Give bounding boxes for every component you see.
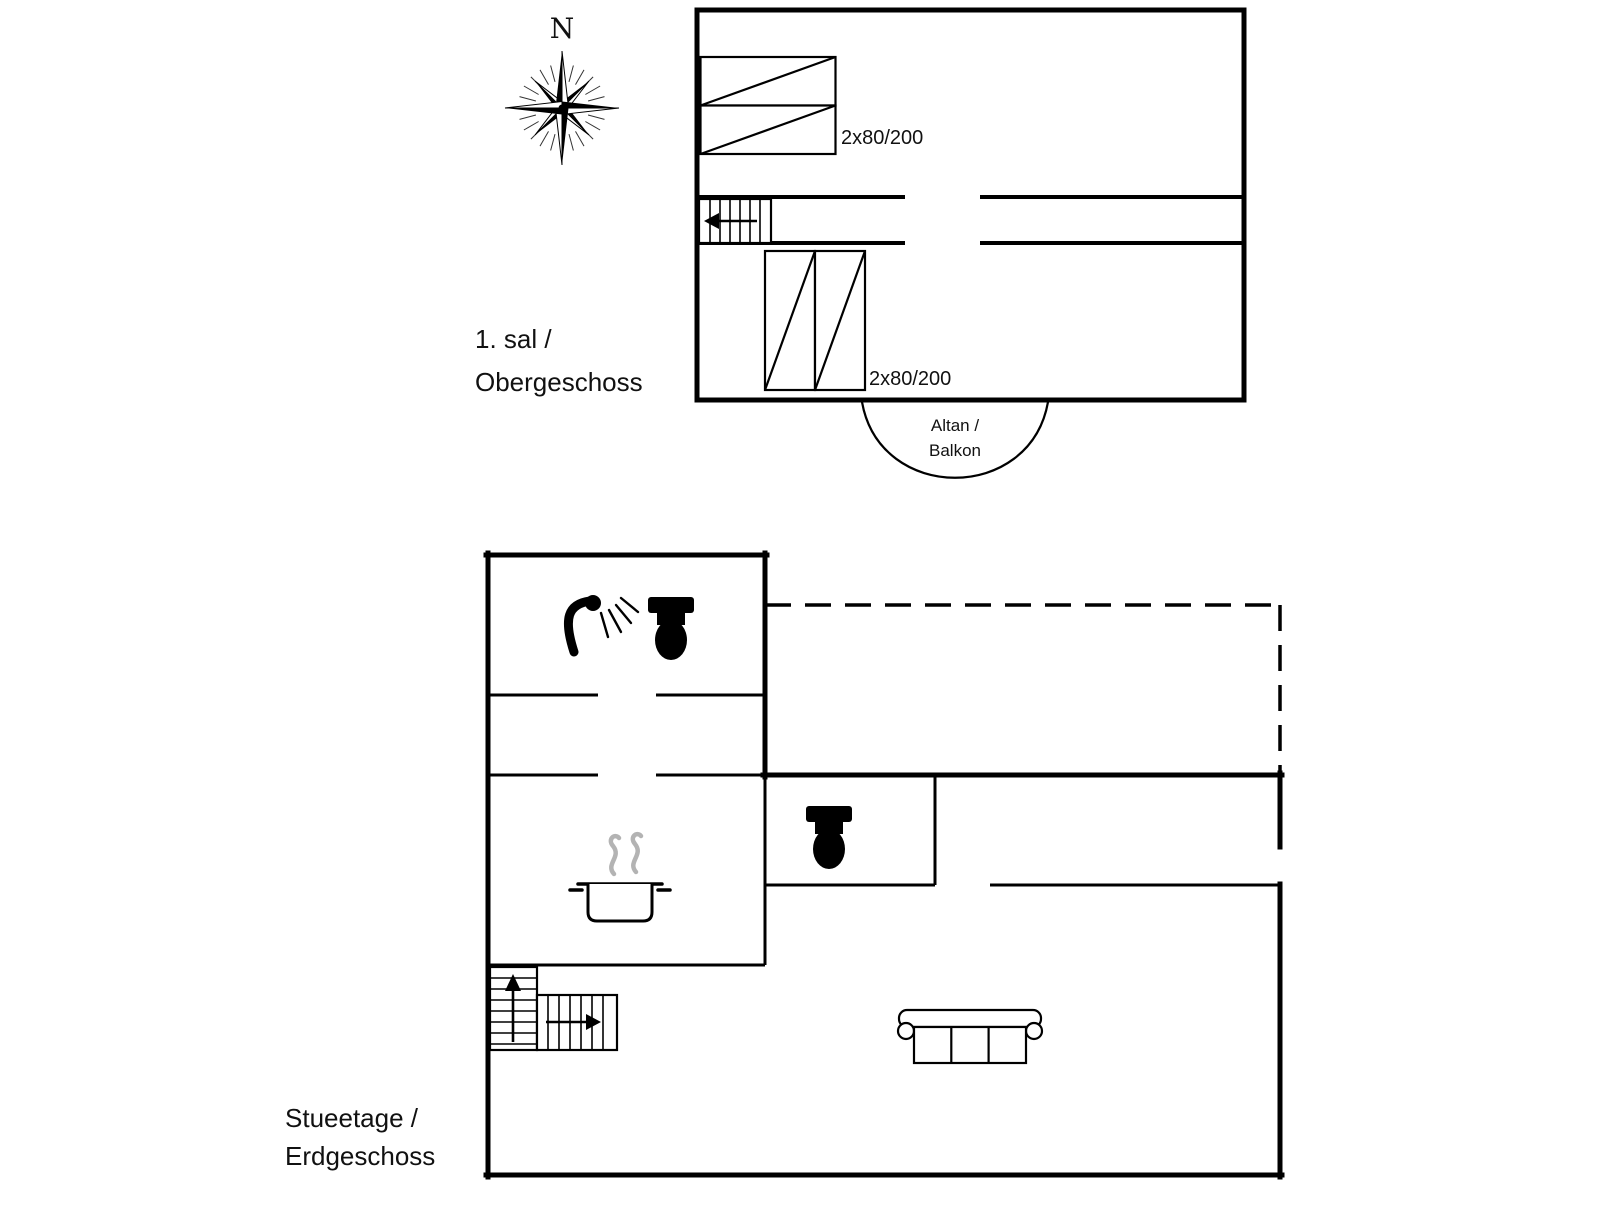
upper-floor-plan: 2x80/200 2x80/200 Altan / Balkon (694, 7, 1247, 479)
upper-floor-label-line1: 1. sal / (475, 324, 552, 354)
stove-pot-icon (568, 831, 672, 923)
toilet-icon-wc (806, 806, 852, 869)
double-bed-icon-vertical (763, 249, 867, 392)
stairs-arrow-right (586, 1014, 601, 1030)
upper-floor-walls (697, 195, 1242, 245)
terrace-dashed-outline (765, 603, 1282, 777)
upper-floor-outline (694, 7, 1247, 403)
stairs-arrow-left (704, 213, 719, 229)
ground-floor-label-line1: Stueetage / (285, 1103, 419, 1133)
upper-floor-label-line2: Obergeschoss (475, 367, 643, 397)
ground-floor-label-line2: Erdgeschoss (285, 1141, 435, 1171)
toilet-icon-bathroom (648, 597, 694, 660)
balcony-label-line2: Balkon (929, 441, 981, 460)
ground-floor-interior-walls (488, 693, 1280, 967)
stairs-icon-ground (488, 965, 619, 1052)
compass-rose-icon (504, 50, 620, 166)
balcony-arc (860, 401, 1050, 479)
stairs-arrow-up (505, 974, 521, 991)
stairs-icon-upper (697, 197, 773, 245)
upper-bed-label-top: 2x80/200 (841, 127, 923, 149)
shower-icon (563, 595, 640, 657)
ground-floor-walls (483, 550, 1285, 1180)
balcony-label-line1: Altan / (931, 416, 979, 435)
steam-icon (608, 833, 622, 877)
compass-north-label: N (550, 12, 575, 45)
sofa-icon (896, 1008, 1044, 1065)
ground-floor-plan (483, 550, 1285, 1180)
steam-icon (630, 831, 644, 875)
double-bed-icon (699, 55, 837, 156)
upper-bed-label-bottom: 2x80/200 (869, 368, 951, 390)
